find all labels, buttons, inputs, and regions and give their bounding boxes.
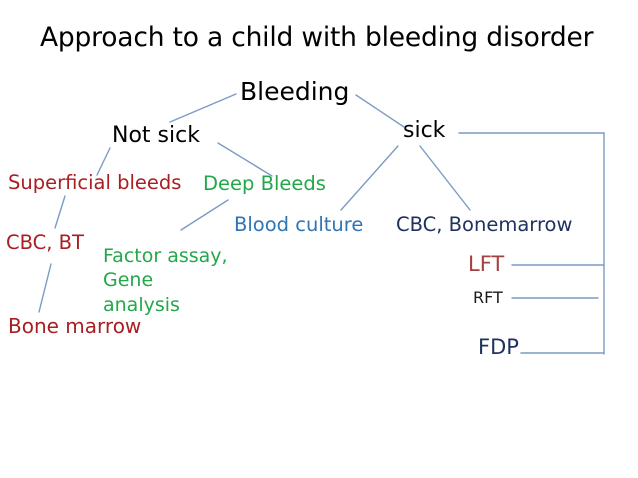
node-sick: sick xyxy=(403,118,446,143)
node-rft: RFT xyxy=(473,288,503,307)
node-deep-bleeds: Deep Bleeds xyxy=(203,172,326,195)
node-cbc-bonemarrow: CBC, Bonemarrow xyxy=(396,213,573,236)
edge-sick-cbcbonemarrow xyxy=(419,145,471,211)
edge-sick-bloodculture xyxy=(340,145,399,211)
edge-cbcbt-bonemarrow xyxy=(38,263,52,313)
node-bone-marrow: Bone marrow xyxy=(8,314,142,338)
edge-superficial-cbcbt xyxy=(54,195,66,229)
node-lft: LFT xyxy=(468,252,505,276)
node-bleeding: Bleeding xyxy=(240,77,350,106)
node-not-sick: Not sick xyxy=(112,123,200,148)
page-title: Approach to a child with bleeding disord… xyxy=(40,22,594,53)
node-superficial-bleeds: Superficial bleeds xyxy=(8,171,182,194)
node-cbc-bt: CBC, BT xyxy=(6,231,84,254)
node-fdp: FDP xyxy=(478,335,519,359)
edge-bleeding-sick xyxy=(355,94,405,128)
node-blood-culture: Blood culture xyxy=(234,213,364,236)
edge-deep-factorassay xyxy=(180,199,229,231)
edge-bleeding-notsick xyxy=(169,93,237,123)
node-factor-assay-gene-analysis: Factor assay, Gene analysis xyxy=(103,245,228,316)
